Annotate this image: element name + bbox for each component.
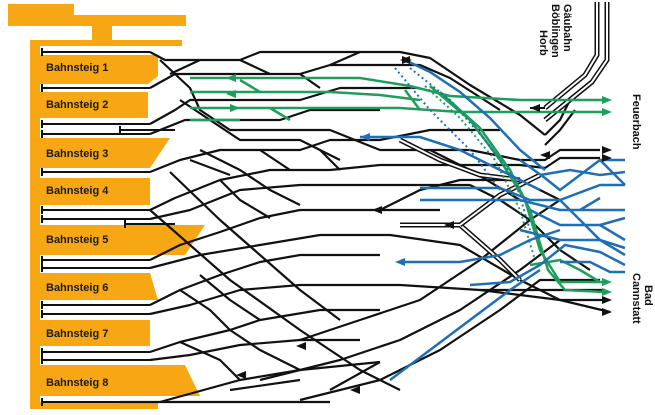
arrow-right-green	[230, 104, 240, 112]
destination-horb: Horb	[537, 30, 549, 56]
arrow-left-black	[372, 206, 382, 214]
arrow-left-black	[236, 371, 246, 379]
platform-label-1: Bahnsteig 1	[46, 62, 108, 74]
platform-label-3: Bahnsteig 3	[46, 148, 108, 160]
platform-label-5: Bahnsteig 5	[46, 234, 108, 246]
green-dotted-routes	[424, 85, 536, 261]
arrow-left-black	[360, 133, 370, 141]
platforms	[30, 55, 205, 409]
destination-feuerbach: Feuerbach	[630, 94, 642, 150]
arrow-left-green	[226, 74, 236, 82]
platform-4	[40, 178, 150, 205]
platform-label-2: Bahnsteig 2	[46, 99, 108, 111]
destination-labels: Gäubahn Böblingen Horb Feuerbach Bad Can…	[537, 4, 654, 324]
platform-7	[40, 320, 150, 346]
arrow-right-black	[602, 154, 612, 162]
destination-gaeubahn: Gäubahn	[561, 4, 573, 52]
platform-labels: Bahnsteig 1 Bahnsteig 2 Bahnsteig 3 Bahn…	[46, 62, 109, 389]
arrow-left-black	[540, 151, 550, 159]
arrow-right-green	[602, 278, 612, 286]
arrow-right-black	[602, 296, 612, 304]
arrow-right-green	[602, 108, 612, 116]
arrow-left-black	[444, 221, 454, 229]
destination-boeblingen: Böblingen	[549, 4, 561, 58]
arrow-left-green	[226, 90, 236, 98]
platform-label-4: Bahnsteig 4	[46, 185, 109, 197]
blue-dotted-routes	[394, 67, 531, 231]
station-building	[8, 4, 186, 407]
arrow-left-black	[350, 386, 360, 394]
platform-2	[40, 92, 148, 118]
platform-label-6: Bahnsteig 6	[46, 282, 108, 294]
arrow-left-black	[400, 56, 410, 64]
platform-3	[40, 138, 170, 168]
arrow-left-black	[530, 104, 540, 112]
destination-bad: Bad	[642, 285, 654, 306]
buffer-stops	[41, 48, 126, 406]
platform-6	[40, 273, 158, 300]
blue-routes	[360, 58, 626, 381]
arrow-left-blue	[395, 258, 405, 266]
terminal-tracks	[42, 51, 175, 403]
arrow-right-black	[602, 146, 612, 154]
arrow-left-black	[296, 342, 306, 350]
arrow-right-green	[602, 288, 612, 296]
platform-1	[40, 55, 158, 84]
arrow-right-black	[602, 308, 612, 316]
platform-label-7: Bahnsteig 7	[46, 328, 108, 340]
platform-8	[40, 365, 200, 396]
flyover-tracks	[398, 137, 542, 282]
platform-label-8: Bahnsteig 8	[46, 377, 108, 389]
platform-5	[40, 225, 205, 255]
arrow-right-green	[602, 96, 612, 104]
destination-cannstatt: Cannstatt	[630, 273, 642, 324]
direction-arrows	[226, 56, 612, 394]
